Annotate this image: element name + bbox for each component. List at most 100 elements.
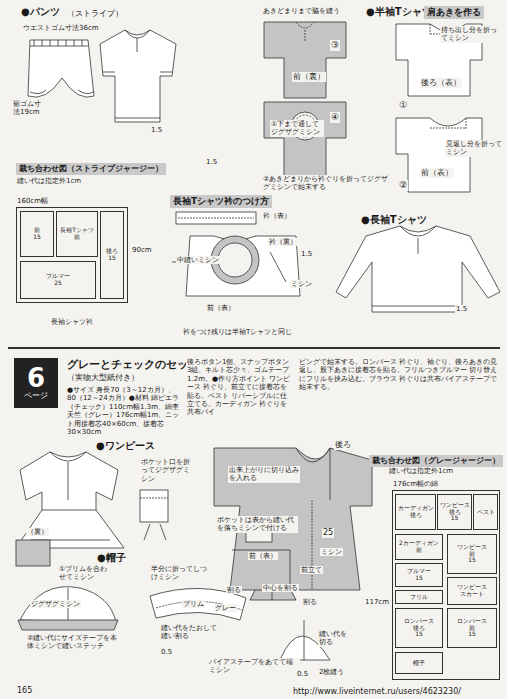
note-label: 1.5 xyxy=(205,158,218,166)
piece-label: ブルマー xyxy=(407,568,431,575)
section-tag: 肩あきを作る xyxy=(424,6,484,19)
pattern-piece: ロンパース後ろ15 xyxy=(395,608,443,648)
piece-label: ワンピース xyxy=(457,544,487,551)
piece-label: ワンピース xyxy=(457,584,487,591)
section-tag: 長袖Tシャツ衿のつけ方 xyxy=(170,195,272,208)
piece-label: ブルマー xyxy=(46,273,70,280)
note-label: 0.5 xyxy=(160,648,173,656)
note-label: 衿（裏） xyxy=(268,238,298,246)
piece-label: 帽子 xyxy=(413,660,425,667)
piece-label: スカート xyxy=(460,591,484,598)
piece-label: 後ろ xyxy=(410,512,422,519)
note-label: 半分に折ってしつけミシン xyxy=(150,565,208,582)
note-label: 後ろ xyxy=(334,440,352,450)
note-label: 25 xyxy=(322,528,334,538)
piece-label: 前 xyxy=(74,234,80,241)
note-label: 衿（表） xyxy=(262,212,292,220)
note-label: 後ろ（表） xyxy=(420,78,462,88)
item-heading: ●半袖Tシャツ xyxy=(365,6,433,18)
note-label: 90cm xyxy=(131,246,153,254)
item-heading: ●ワンピース xyxy=(95,440,156,452)
piece-label: 15 xyxy=(108,255,116,262)
note-label: 縫い代は指定外1cm xyxy=(388,467,454,475)
piece-label: 15 xyxy=(33,234,41,241)
piece-label: フリル xyxy=(410,594,428,601)
section-tag: 裁ち合わせ図（グレージャージー） xyxy=(369,455,503,467)
note-label: 165 xyxy=(16,686,33,696)
note-label: あきどまりまで脇を縫う xyxy=(262,7,341,15)
note-label: 前（表） xyxy=(248,552,278,560)
pattern-piece: ワンピース前15 xyxy=(447,534,497,574)
note-label: 縫い代を切る xyxy=(318,630,350,647)
note-label: ②縫い代にサイズテープを本体ミシンで縫いステッチ xyxy=(26,634,124,651)
note-label: 2枚縫う xyxy=(318,668,345,676)
piece-label: 前 xyxy=(469,625,475,632)
piece-label: 15 xyxy=(451,515,459,522)
note-label: （実物大型紙付き） xyxy=(66,373,140,383)
pattern-piece: 前15 xyxy=(20,211,54,257)
fabric-width: 176cm幅の綿 xyxy=(393,480,438,488)
note-label: ミシン xyxy=(290,280,313,288)
note-label: 縫い代をたおして縫い割る xyxy=(160,624,220,641)
pattern-piece: ワンピーススカート xyxy=(447,577,497,605)
pattern-piece: 後ろ15 xyxy=(100,211,124,299)
item-heading: ●パンツ xyxy=(20,6,61,18)
note-label: 見返し分を折ってミシン xyxy=(445,140,503,157)
section-tag: 裁ち合わせ図（ストライプジャージー） xyxy=(16,163,166,175)
piece-label: ロンパース xyxy=(457,618,487,625)
note-label: （裏） xyxy=(26,528,49,536)
note-label: 1.5 xyxy=(300,250,313,258)
note-label: 衿をつけ残りは半袖Tシャツと同じ xyxy=(182,328,293,336)
note-label: 持ち出し分を折ってミシン xyxy=(440,26,500,43)
piece-label: ロンパース xyxy=(404,618,434,625)
note-label: ④ xyxy=(330,112,340,123)
note-label: 1.5 xyxy=(150,126,163,134)
piece-label: 後ろ xyxy=(413,625,425,632)
note-label: 117cm xyxy=(364,598,390,606)
note-label: ② xyxy=(398,180,408,191)
piece-label: 前 xyxy=(416,547,422,554)
piece-label: 後ろ xyxy=(106,248,118,255)
note-label: 割る xyxy=(226,586,242,594)
piece-label: ベスト xyxy=(477,509,495,516)
piece-label: 15 xyxy=(415,631,423,638)
note-label: 裾ゴム寸法19cm xyxy=(12,100,48,117)
piece-label: 6 xyxy=(27,365,45,391)
piece-label: 15 xyxy=(468,557,476,564)
item-heading: グレーとチェックのセット xyxy=(66,358,200,371)
pattern-piece: ベスト xyxy=(473,494,498,530)
piece-label: 長袖Tシャツ xyxy=(60,227,94,234)
note-label: グレー xyxy=(214,604,237,612)
note-label: 前（表） xyxy=(420,168,454,178)
note-label: 中心を割る xyxy=(262,584,299,592)
note-label: ポケット口を折ってジグザグミシン xyxy=(140,458,192,483)
note-label: ポケットは表から縫い代を落ちミシンで付ける xyxy=(216,516,298,533)
note-label: 割る xyxy=(302,598,318,606)
note-label: 0.5 xyxy=(296,670,309,678)
fabric-layout: 160cm幅前15長袖Tシャツ前後ろ15ブルマー25 xyxy=(16,207,128,303)
fabric-layout: 176cm幅の綿カーディガン後ろワンピース後ろ15ベスト2カーディガン前ワンピー… xyxy=(392,490,500,680)
note-label: 前（裏） xyxy=(292,72,326,82)
piece-label: 15 xyxy=(468,631,476,638)
pattern-piece: ロンパース前15 xyxy=(447,608,497,648)
note-label: 出来上がりに切り込みを入れる xyxy=(228,466,300,483)
piece-label: 2カーディガン xyxy=(399,540,439,547)
pattern-piece: フリル xyxy=(395,590,443,604)
note-label: バイアステープをあてて端ミシン xyxy=(208,658,300,675)
note-label: ジグザグミシン xyxy=(30,600,81,608)
note-label: 縫い代は指定外1cm xyxy=(16,177,82,185)
note-label: http://www.liveinternet.ru/users/4623230… xyxy=(292,687,462,697)
pattern-piece: ブルマー25 xyxy=(20,261,96,299)
note-label: 後ろボタン1個、スナップボタン3組、キルト芯少々、ゴムテープ1.2m。●作り方ポ… xyxy=(186,358,294,417)
note-label: ●サイズ 身長70（3～12カ月）、80（12～24カ月）●材料 綿ピエラ（チェ… xyxy=(66,386,184,436)
piece-label: 15 xyxy=(415,575,423,582)
piece-label: 25 xyxy=(54,280,62,287)
pattern-piece: カーディガン後ろ xyxy=(395,494,436,530)
note-label: 前立て xyxy=(300,566,323,574)
note-label: ピングで始末する。ロンパース 衿ぐり、袖ぐり、後ろあきの見返し、股下あきに接着芯… xyxy=(298,358,502,392)
note-label: ①ブリムを合わせてミシン xyxy=(58,565,112,582)
note-label: ① xyxy=(398,100,408,111)
note-label: 中縫いミシン xyxy=(176,256,220,264)
piece-label: カーディガン xyxy=(398,505,434,512)
note-label: ②あきどまりから衿ぐりを折ってジグザグミシンで始末する xyxy=(262,175,392,192)
